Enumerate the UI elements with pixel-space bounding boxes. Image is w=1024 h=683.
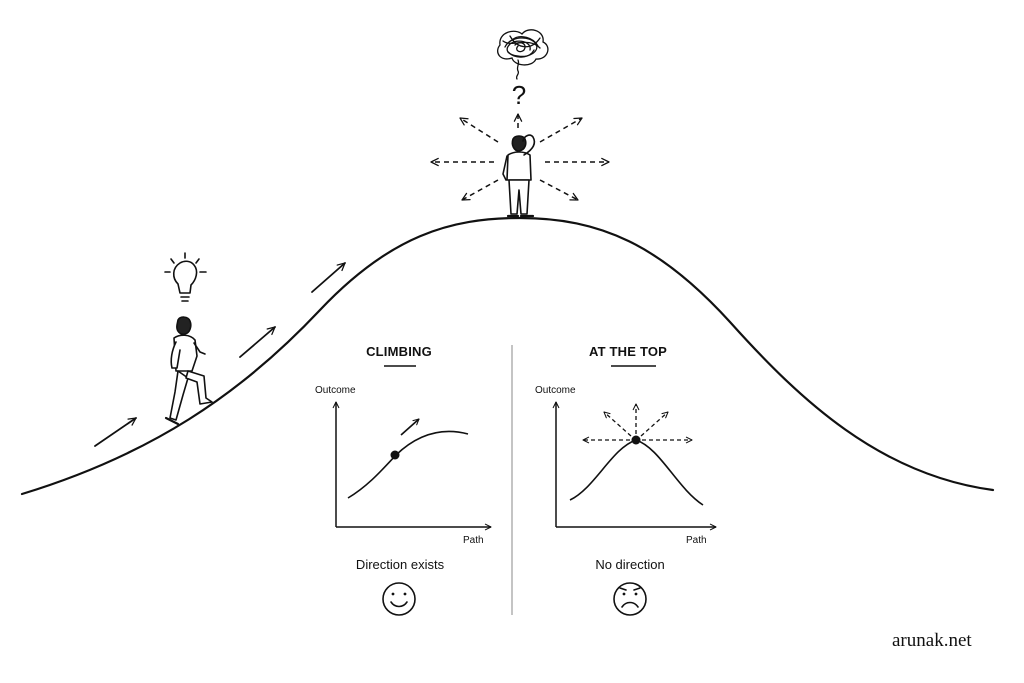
tangled-scribble-icon xyxy=(497,29,549,80)
dashed-arrow-icon xyxy=(539,179,579,201)
dashed-arrow-icon xyxy=(603,411,632,437)
climbing-person xyxy=(164,316,213,426)
hill-curve xyxy=(20,216,995,496)
dashed-arrow-icon xyxy=(461,179,499,201)
sad-face-icon xyxy=(613,582,647,616)
peak-curve xyxy=(569,439,704,506)
climbing-title: CLIMBING xyxy=(366,344,432,359)
climbing-x-axis-label: Path xyxy=(463,535,484,546)
up-arrow-icon xyxy=(239,326,276,358)
confused-person xyxy=(502,134,536,218)
up-arrow-icon xyxy=(311,262,346,293)
direction-arrow-icon xyxy=(400,418,420,436)
peak-position-dot xyxy=(631,435,641,445)
site-watermark: arunak.net xyxy=(892,630,972,651)
uncertain-direction-arrows xyxy=(430,113,610,201)
current-position-dot xyxy=(390,450,400,460)
up-arrow-icon xyxy=(94,417,137,447)
dashed-arrow-icon xyxy=(459,117,499,143)
top-caption: No direction xyxy=(595,557,665,572)
dashed-arrow-icon xyxy=(539,117,583,143)
climbing-caption: Direction exists xyxy=(355,557,445,572)
climbing-y-axis-label: Outcome xyxy=(315,385,356,396)
lightbulb-icon xyxy=(164,252,207,302)
dashed-arrow-icon xyxy=(640,411,669,437)
upward-arrows xyxy=(94,262,346,447)
top-mini-chart xyxy=(552,401,717,531)
rising-curve xyxy=(347,430,469,499)
smiley-face-icon xyxy=(382,582,416,616)
question-mark: ? xyxy=(511,80,527,110)
at-the-top-title: AT THE TOP xyxy=(588,344,668,359)
top-x-axis-label: Path xyxy=(686,535,707,546)
climbing-mini-chart xyxy=(332,401,492,531)
dashed-directions xyxy=(582,403,693,444)
top-y-axis-label: Outcome xyxy=(535,385,576,396)
